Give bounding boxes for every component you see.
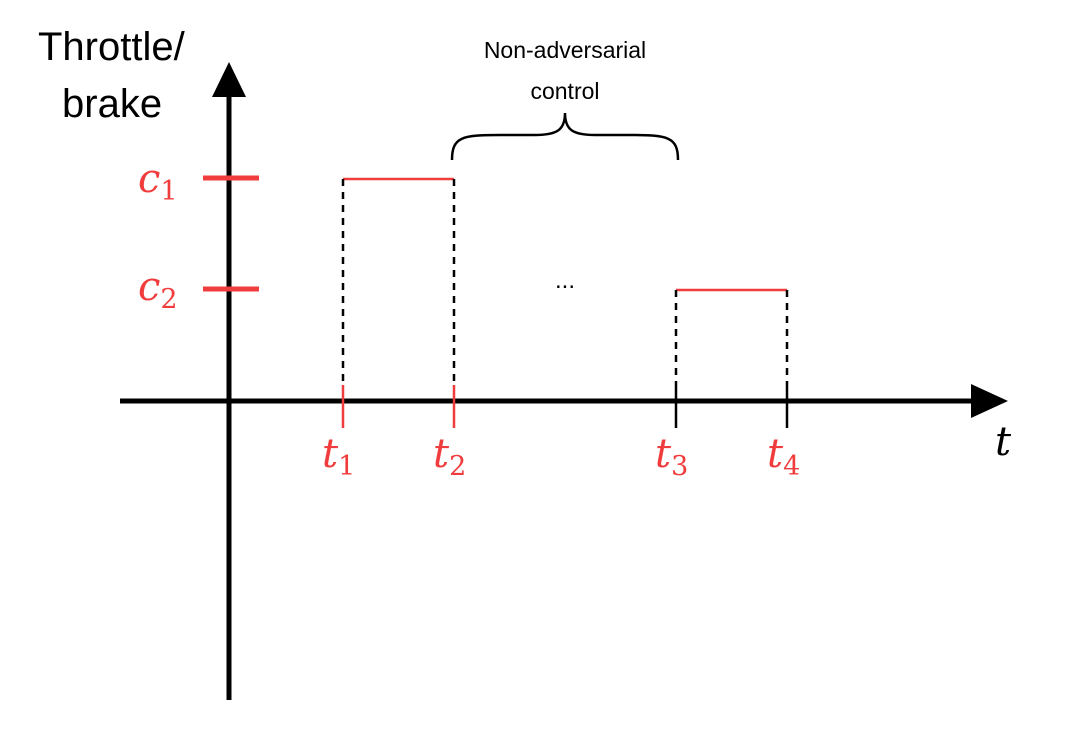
level-label-c2: c2 [138,264,178,315]
time-label-t2-symbol: t [433,431,450,477]
y-axis-label-line1: Throttle/ [38,25,186,69]
time-label-t2-subscript: 2 [449,451,466,482]
time-label-t1: t1 [322,431,355,482]
curly-brace [450,112,680,161]
time-label-t3-symbol: t [655,431,672,477]
annotation-line2: control [530,78,599,104]
time-label-t4: t4 [767,431,800,482]
annotation-line1: Non-adversarial [484,37,646,63]
level-label-c1-symbol: c [138,156,160,202]
level-label-c1-subscript: 1 [160,176,177,207]
time-label-t3-subscript: 3 [671,451,688,482]
time-label-t3: t3 [655,431,688,482]
time-label-t1-symbol: t [322,431,339,477]
y-axis-arrowhead [212,62,246,97]
time-label-t1-subscript: 1 [338,451,355,482]
time-label-t4-subscript: 4 [783,451,800,482]
ellipsis: ... [555,267,575,294]
x-axis-label: t [995,419,1012,465]
time-label-t2: t2 [433,431,466,482]
y-axis-label-line2: brake [62,82,162,126]
level-label-c1: c1 [138,156,178,207]
level-label-c2-subscript: 2 [160,284,177,315]
x-axis-arrowhead [971,384,1008,418]
level-label-c2-symbol: c [138,264,160,310]
time-label-t4-symbol: t [767,431,784,477]
